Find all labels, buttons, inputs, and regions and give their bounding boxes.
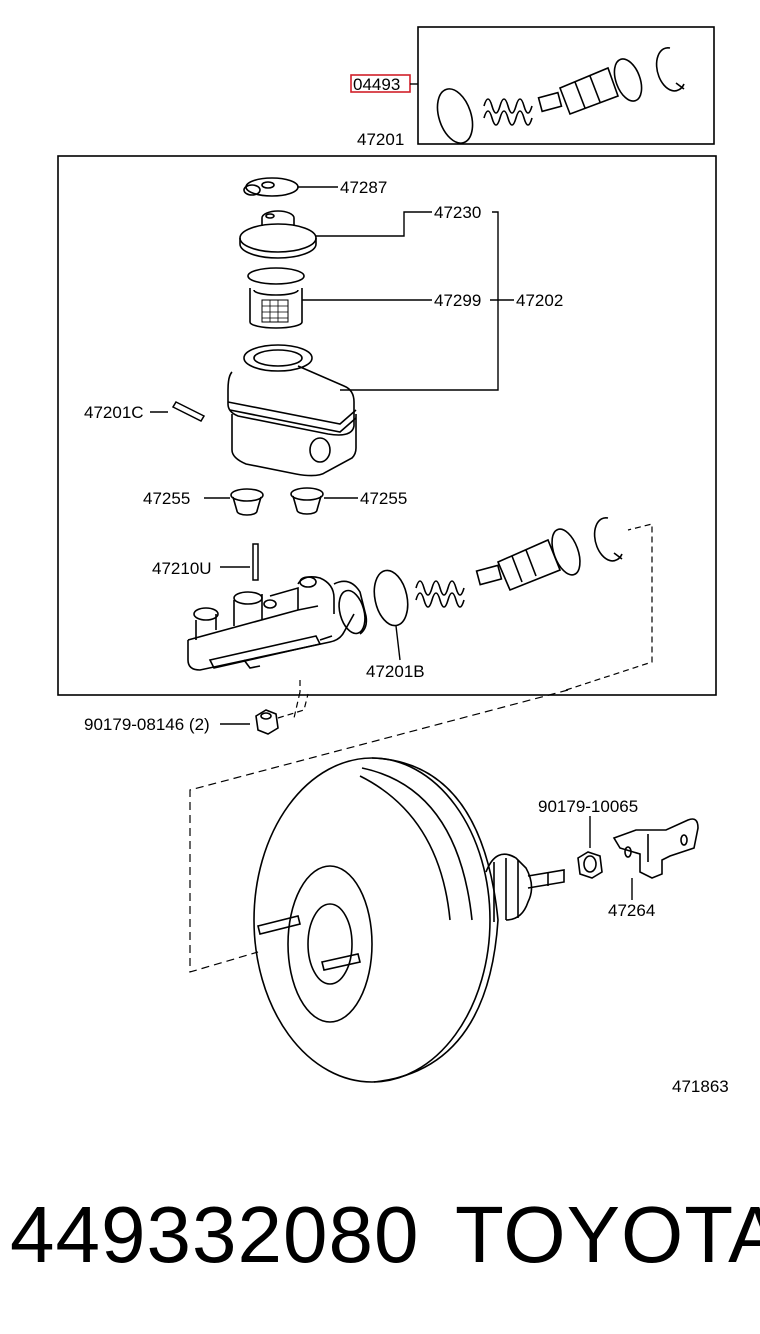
repair-kit-box [417,26,715,145]
booster-dashed-outline [189,689,569,973]
label-clevis: 47264 [608,901,655,920]
label-kit: 04493 [353,75,400,94]
label-reservoir-cap: 47230 [434,203,481,222]
brake-booster-icon [253,757,565,1083]
inner-piston-spring-icon [415,528,581,608]
label-nut-rear: 90179-10065 [538,797,638,816]
kit-snap-ring-icon [655,46,685,92]
label-reservoir-filter: 47299 [434,291,481,310]
grommet-left-icon [230,488,264,516]
nut-front-icon [255,709,279,735]
master-cylinder-body-icon [187,576,368,671]
cap-gasket-icon [243,177,299,197]
reservoir-pin-icon [171,401,206,422]
label-master-cylinder-assy: 47201 [357,130,404,149]
nut-rear-icon [577,851,603,879]
label-o-ring: 47201B [366,662,425,681]
reservoir-filter-icon [247,267,305,329]
label-nut-front: 90179-08146 (2) [84,715,210,734]
kit-spring-icon [483,98,533,114]
o-ring-icon [373,569,409,627]
grommet-right-icon [290,487,324,515]
label-reservoir-sub-assy: 47202 [516,291,563,310]
reservoir-cap-icon [239,210,317,259]
kit-piston-icon [537,58,643,116]
label-reservoir-cap-gasket: 47287 [340,178,387,197]
clevis-icon [612,818,699,879]
pin-u-icon [252,543,259,581]
internals-dashed-outline [293,523,653,719]
brand-name: TOYOTA [455,1190,760,1279]
figure-id: 471863 [672,1077,729,1096]
repair-kit-group [417,26,715,145]
kit-seal-ring-icon [436,88,474,144]
part-number: 449332080 [10,1190,420,1279]
master-cylinder-box [57,155,717,696]
label-pin-u: 47210U [152,559,212,578]
label-grommet-left: 47255 [143,489,190,508]
label-reservoir-pin: 47201C [84,403,144,422]
reservoir-body-icon [227,344,357,477]
label-grommet-right: 47255 [360,489,407,508]
snap-ring-icon [593,516,623,562]
